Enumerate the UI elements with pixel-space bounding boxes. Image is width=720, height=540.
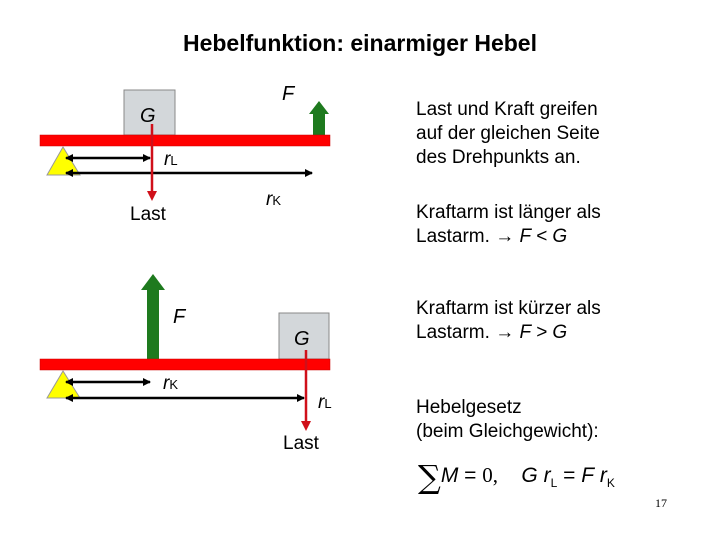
equals-sign: = [458, 464, 483, 487]
text-line: Last und Kraft greifen [416, 99, 598, 120]
text-block-longer-arm: Kraftarm ist länger als Lastarm. → F < G [416, 201, 601, 249]
r-symbol: r [163, 373, 170, 394]
r-subscript: L [324, 396, 332, 411]
equals-sign: = [557, 464, 582, 487]
zero-value: 0, [482, 463, 499, 487]
force-label-top: F [282, 83, 295, 105]
r-symbol: r [318, 392, 325, 413]
text-line: (beim Gleichgewicht): [416, 421, 599, 442]
lever-bar-bottom [39, 358, 331, 371]
text-prefix: Lastarm. → [416, 322, 520, 343]
r-load-label-top: rL [164, 148, 178, 173]
r-subscript: K [169, 377, 178, 392]
relation-f-less-g: F < G [519, 226, 568, 247]
text-block-lever-law: Hebelgesetz (beim Gleichgewicht): [416, 396, 599, 444]
slide-title: Hebelfunktion: einarmiger Hebel [182, 30, 537, 56]
text-line: Kraftarm ist länger als [416, 202, 601, 223]
weight-box-top [123, 89, 176, 136]
text-line: Lastarm. → F < G [416, 225, 601, 249]
weight-symbol: G [521, 464, 538, 487]
pivot-triangle-top-icon [46, 146, 81, 176]
force-symbol: F [581, 464, 595, 487]
r-symbol: r [599, 464, 607, 487]
text-line: Lastarm. → F > G [416, 321, 601, 345]
r-subscript: K [272, 193, 281, 208]
r-symbol: r [543, 464, 551, 487]
r-symbol: r [266, 189, 273, 210]
r-force-label-bottom: rK [163, 372, 178, 397]
lever-bar-top [39, 134, 331, 147]
weight-box-bottom [278, 312, 330, 360]
text-block-same-side: Last und Kraft greifen auf der gleichen … [416, 98, 600, 170]
text-prefix: Lastarm. → [416, 226, 520, 247]
page-number: 17 [655, 496, 667, 510]
load-arrow-bottom-icon [301, 350, 311, 431]
text-line: Kraftarm ist kürzer als [416, 298, 601, 319]
r-subscript: L [170, 153, 178, 168]
force-arrow-top-icon [309, 101, 329, 135]
moment-symbol: M [440, 464, 459, 487]
r-force-label-top: rK [266, 188, 281, 213]
lever-diagram-top: G F Last rL rK F G Last rK rL [39, 83, 332, 454]
text-line: Hebelgesetz [416, 397, 522, 418]
force-arrow-bottom-icon [141, 274, 165, 359]
load-label-bottom: Last [283, 433, 319, 454]
text-line: auf der gleichen Seite [416, 123, 600, 144]
sum-symbol: ∑ [418, 458, 441, 496]
weight-label-bottom: G [294, 328, 310, 350]
weight-label-top: G [140, 105, 156, 127]
r-load-label-bottom: rL [318, 391, 332, 416]
subscript-k: K [606, 476, 615, 491]
relation-f-greater-g: F > G [519, 322, 568, 343]
text-block-shorter-arm: Kraftarm ist kürzer als Lastarm. → F > G [416, 297, 601, 345]
r-symbol: r [164, 149, 171, 170]
lever-law-formula: ∑M = 0, G rL = F rK [418, 458, 615, 496]
lever-diagram-graphics [39, 89, 331, 431]
load-label-top: Last [130, 204, 166, 225]
load-arrow-top-icon [147, 124, 157, 201]
text-line: des Drehpunkts an. [416, 147, 581, 168]
force-label-bottom: F [173, 306, 186, 328]
pivot-triangle-bottom-icon [46, 370, 81, 399]
subscript-l: L [550, 476, 558, 491]
